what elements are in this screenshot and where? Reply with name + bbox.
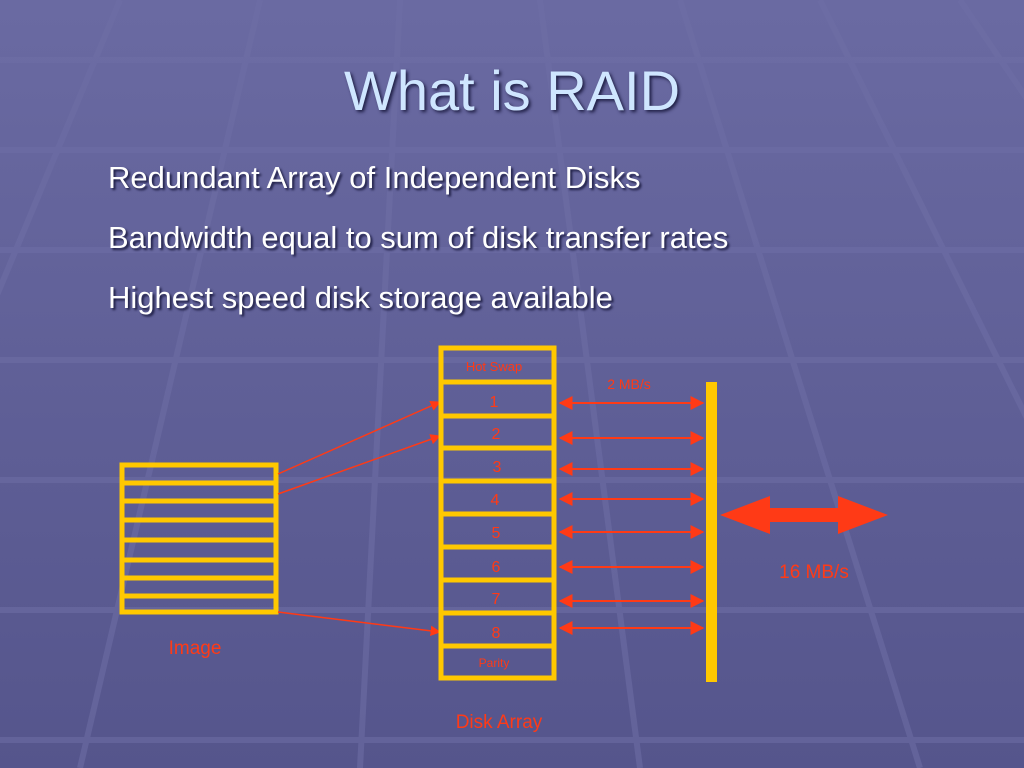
disk-label-6: 6 — [492, 559, 501, 576]
connector-line — [277, 611, 442, 637]
total-rate-label: 16 MB/s — [779, 562, 849, 583]
disk-label-5: 5 — [492, 525, 501, 542]
parity-label: Parity — [479, 656, 510, 670]
image-label: Image — [169, 638, 222, 659]
bullet-3: Highest speed disk storage available — [108, 280, 613, 315]
disk-label-3: 3 — [493, 459, 502, 476]
connector-line — [277, 401, 441, 475]
connector-line — [277, 434, 441, 495]
bullet-1: Redundant Array of Independent Disks — [108, 160, 641, 195]
per-disk-rate-label: 2 MB/s — [607, 376, 651, 392]
disk-label-4: 4 — [491, 492, 500, 509]
disk-label-1: 1 — [490, 394, 499, 411]
disk-label-7: 7 — [492, 591, 501, 608]
image-stack — [119, 462, 279, 615]
hot-swap-label: Hot Swap — [466, 359, 522, 374]
bullet-2: Bandwidth equal to sum of disk transfer … — [108, 220, 729, 255]
disk-array-caption: Disk Array — [456, 712, 543, 733]
disk-label-2: 2 — [492, 426, 501, 443]
disk-array — [438, 345, 557, 681]
bus-bar — [706, 382, 717, 682]
slide-title: What is RAID — [343, 59, 681, 122]
disk-label-8: 8 — [492, 625, 501, 642]
total-bandwidth-arrow — [720, 496, 888, 534]
